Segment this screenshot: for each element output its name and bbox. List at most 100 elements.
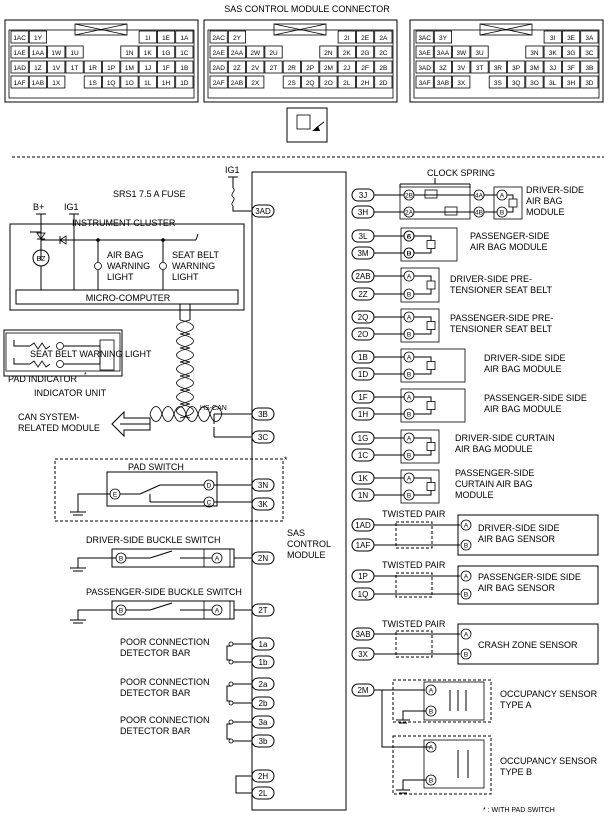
clock-pin-4b: 4B	[475, 210, 483, 217]
clock-pin-2a: 2A	[405, 210, 414, 217]
device-9-label-1: AIR BAG SENSOR	[478, 534, 556, 544]
twisted-pair-dashed-box	[395, 572, 433, 598]
wire	[414, 409, 432, 415]
connector-pin-label: 2V	[251, 65, 260, 72]
connector-cell	[433, 60, 452, 74]
can-module-label-1: RELATED MODULE	[18, 423, 100, 433]
poor-connection-label-2-0: POOR CONNECTION	[120, 677, 210, 687]
wire-bz	[30, 231, 42, 260]
device-6-label-1: AIR BAG MODULE	[484, 404, 562, 414]
connector-pin-label: 1C	[180, 50, 189, 57]
device-connector-7	[400, 429, 440, 464]
connector-cell	[301, 60, 320, 74]
pin-2l: 2L	[259, 789, 268, 798]
connector-pin-label: 2AB	[231, 80, 243, 87]
wire	[414, 396, 432, 402]
sensor-11-pin-a-circle	[460, 628, 472, 640]
pin-3a: 3a	[259, 718, 268, 727]
device-connector-8	[400, 469, 440, 504]
connector-pin-label: 1W	[51, 50, 62, 57]
connector-1-latch	[74, 23, 128, 36]
connector-pin-label: 2U	[269, 50, 278, 57]
connector-pin-label: 3U	[475, 50, 484, 57]
connector-cell	[175, 75, 194, 89]
device-2-pin-c: C	[407, 234, 412, 241]
connector-pin-label: 3C	[585, 50, 594, 57]
device-2-label-1: AIR BAG MODULE	[470, 242, 548, 252]
connector-pin-label: 1T	[71, 65, 79, 72]
connector-cell	[227, 45, 247, 59]
detector-bar	[226, 723, 231, 740]
device-2-pin-d: D	[407, 251, 412, 258]
connector-pin-label: 1L	[144, 80, 152, 87]
wire	[149, 602, 173, 611]
wire	[414, 356, 432, 362]
connector-pin-label: 2D	[379, 80, 388, 87]
connector-cell	[28, 60, 47, 74]
connector-cell	[138, 30, 157, 44]
wire	[414, 289, 432, 295]
connector-pin-label: 2W	[250, 50, 261, 57]
connector-cell	[562, 75, 581, 89]
connector-cell	[488, 75, 507, 89]
arrow-icon-head	[312, 126, 320, 131]
twisted-pair-icon	[179, 361, 194, 377]
connector-pin-label: 3E	[567, 35, 576, 42]
clock-coil-icon	[424, 189, 438, 199]
connector-pin-label: 3AB	[437, 80, 449, 87]
pin-2ab: 2AB	[355, 272, 370, 281]
connector-pin-label: 1R	[89, 65, 98, 72]
connector-cell	[282, 60, 301, 74]
connector-cell	[337, 30, 356, 44]
connector-cell	[246, 75, 265, 89]
connector-pin-label: 2E	[361, 35, 370, 42]
sensor-9-pin-b: B	[464, 543, 468, 550]
connector-pin-label: 1M	[125, 65, 134, 72]
device-7-label-1: AIR BAG MODULE	[455, 444, 533, 454]
connector-pin-label: 1P	[107, 65, 115, 72]
connector-cell	[525, 60, 544, 74]
connector-cell	[507, 60, 526, 74]
fuse-label: SRS1 7.5 A FUSE	[113, 189, 186, 199]
connector-cell	[470, 60, 489, 74]
connector-pin-label: 2R	[288, 65, 297, 72]
connector-3-latch-x	[479, 23, 533, 36]
pin-1a: 1a	[259, 640, 268, 649]
sensor-11-pin-b-circle	[460, 648, 472, 660]
pin-2t: 2T	[258, 606, 267, 615]
connector-pin-label: 3D	[585, 80, 594, 87]
pin-3c: 3C	[258, 433, 268, 442]
device-2-pin-d-circle	[403, 247, 415, 259]
wire	[195, 233, 199, 241]
wire	[507, 194, 514, 199]
occupancy-sensor-a-box	[423, 681, 485, 721]
connector-cell	[415, 45, 434, 59]
pin-2o: 2O	[358, 330, 369, 339]
connector-pin-label: 1N	[125, 50, 134, 57]
ig1-label-top: IG1	[225, 165, 240, 175]
connector-cell	[415, 60, 434, 74]
seatbelt-warning-label-0: SEAT BELT	[172, 250, 220, 260]
diode-2-icon	[59, 235, 67, 245]
squib-icon	[426, 442, 436, 451]
sensor-9-pin-b-circle	[460, 539, 472, 551]
device-2-pin-c-circle	[403, 230, 415, 242]
connector-cell	[28, 75, 47, 89]
connector-view-icon	[286, 107, 328, 143]
connector-pin-label: 3Q	[512, 80, 521, 87]
detector-bar	[226, 645, 231, 661]
resistor-icon	[29, 342, 51, 350]
pin-3l: 3L	[359, 232, 368, 241]
connector-cell	[543, 30, 562, 44]
connector-cell	[10, 75, 29, 89]
connector-cell	[120, 45, 139, 59]
sensor-box-11	[457, 623, 599, 665]
connector-cell	[102, 60, 121, 74]
seatbelt-warning-lamp-icon	[159, 262, 167, 270]
asterisk-pad: *	[284, 455, 288, 465]
connector-cell	[415, 75, 434, 89]
connector-pin-label: 3M	[530, 65, 539, 72]
device-4-pin-b: B	[407, 332, 411, 339]
device-connector-5	[400, 348, 466, 383]
connector-pin-label: 2AF	[213, 80, 225, 87]
